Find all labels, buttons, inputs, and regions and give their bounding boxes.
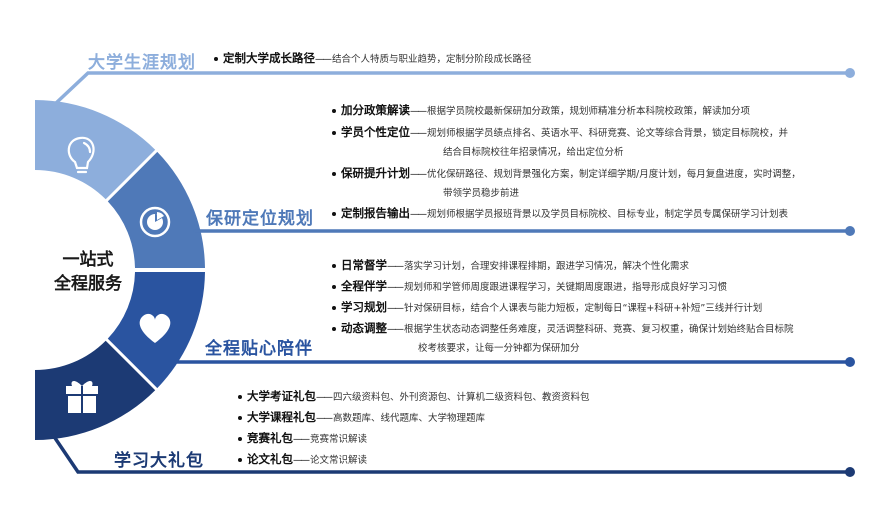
section-title-career: 大学生涯规划	[88, 53, 196, 73]
bullet-icon	[332, 263, 336, 268]
item-label: 大学课程礼包	[247, 410, 316, 424]
dash: ——	[387, 303, 404, 314]
center-title-line1: 一站式	[62, 250, 114, 270]
dash: ——	[410, 106, 427, 117]
item-label: 学员个性定位	[341, 125, 410, 139]
item-label: 日常督学	[341, 258, 387, 272]
center-title: 一站式 全程服务	[38, 248, 138, 296]
bullet-icon	[332, 305, 336, 310]
item-label: 竞赛礼包	[247, 431, 293, 445]
item-desc-continued: 结合目标院校往年招录情况，给出定位分析	[443, 147, 624, 158]
list-item: 大学课程礼包——高数题库、线代题库、大学物理题库	[238, 408, 485, 428]
item-label: 保研提升计划	[341, 166, 410, 180]
item-desc: 优化保研路径、规划背景强化方案，制定详细学期/月度计划，每月复盘进度，实时调整，	[427, 169, 801, 180]
connector-line-gift	[53, 436, 852, 474]
pie-chart-icon	[139, 206, 171, 238]
section-title-positioning: 保研定位规划	[206, 209, 314, 229]
dash: ——	[293, 434, 310, 445]
item-label: 定制报告输出	[341, 206, 410, 220]
item-desc: 规划师根据学员报班背景以及学员目标院校、目标专业，制定学员专属保研学习计划表	[427, 209, 789, 220]
bullet-icon	[332, 284, 336, 289]
item-label: 学习规划	[341, 300, 387, 314]
item-desc: 竞赛常识解读	[310, 434, 368, 445]
item-desc: 规划师根据学员绩点排名、英语水平、科研竞赛、论文等综合背景，锁定目标院校，并	[427, 128, 789, 139]
endpoint-dot-companion	[845, 357, 855, 367]
list-item: 竞赛礼包——竞赛常识解读	[238, 429, 367, 449]
lightbulb-icon	[67, 136, 95, 174]
connector-line-career	[53, 71, 852, 106]
dash: ——	[315, 54, 332, 65]
bullet-icon	[214, 56, 218, 61]
endpoint-dot-positioning	[845, 226, 855, 236]
item-label: 论文礼包	[247, 452, 293, 466]
item-label: 全程伴学	[341, 279, 387, 293]
dash: ——	[410, 169, 427, 180]
item-desc: 论文常识解读	[310, 455, 368, 466]
list-item: 保研提升计划——优化保研路径、规划背景强化方案，制定详细学期/月度计划，每月复盘…	[332, 164, 801, 203]
item-desc: 结合个人特质与职业趋势，定制分阶段成长路径	[332, 54, 532, 65]
gift-icon	[66, 381, 98, 413]
endpoint-dot-career	[845, 68, 855, 78]
section-title-gift: 学习大礼包	[114, 451, 204, 471]
bullet-icon	[238, 436, 242, 441]
bullet-icon	[332, 130, 336, 135]
bullet-icon	[238, 457, 242, 462]
item-desc: 根据学生状态动态调整任务难度，灵活调整科研、竞赛、复习权重，确保计划始终贴合目标…	[404, 324, 794, 335]
endpoint-dot-gift	[845, 467, 855, 477]
dash: ——	[387, 282, 404, 293]
item-desc: 针对保研目标，结合个人课表与能力短板，定制每日“课程+科研+补短”三线并行计划	[404, 303, 763, 314]
bullet-icon	[332, 326, 336, 331]
item-desc: 根据学员院校最新保研加分政策，规划师精准分析本科院校政策，解读加分项	[427, 106, 751, 117]
bullet-icon	[332, 171, 336, 176]
item-desc: 四六级资料包、外刊资源包、计算机二级资料包、教资资料包	[333, 392, 590, 403]
list-item: 加分政策解读——根据学员院校最新保研加分政策，规划师精准分析本科院校政策，解读加…	[332, 101, 750, 121]
list-item: 大学考证礼包——四六级资料包、外刊资源包、计算机二级资料包、教资资料包	[238, 387, 590, 407]
item-desc-continued: 校考核要求，让每一分钟都为保研加分	[418, 343, 580, 354]
section-title-companion: 全程贴心陪伴	[205, 339, 313, 359]
item-label: 定制大学成长路径	[223, 51, 315, 65]
item-desc: 落实学习计划，合理安排课程排期，跟进学习情况，解决个性化需求	[404, 261, 690, 272]
bullet-icon	[332, 108, 336, 113]
bullet-icon	[238, 394, 242, 399]
list-item: 定制大学成长路径——结合个人特质与职业趋势，定制分阶段成长路径	[214, 49, 532, 69]
heart-icon	[139, 313, 171, 343]
dash: ——	[293, 455, 310, 466]
item-label: 大学考证礼包	[247, 389, 316, 403]
dash: ——	[410, 128, 427, 139]
item-desc: 高数题库、线代题库、大学物理题库	[333, 413, 486, 424]
item-desc: 规划师和学管师周度跟进课程学习，关键期周度跟进，指导形成良好学习习惯	[404, 282, 728, 293]
item-desc-continued: 带领学员稳步前进	[443, 188, 520, 199]
dash: ——	[316, 392, 333, 403]
ring-segment-positioning	[107, 151, 205, 268]
ring-segment-career	[35, 100, 156, 200]
dash: ——	[387, 324, 404, 335]
connector-lines	[53, 68, 855, 477]
list-item: 全程伴学——规划师和学管师周度跟进课程学习，关键期周度跟进，指导形成良好学习习惯	[332, 277, 727, 297]
list-item: 学习规划——针对保研目标，结合个人课表与能力短板，定制每日“课程+科研+补短”三…	[332, 298, 762, 318]
bullet-icon	[332, 211, 336, 216]
dash: ——	[316, 413, 333, 424]
list-item: 学员个性定位——规划师根据学员绩点排名、英语水平、科研竞赛、论文等综合背景，锁定…	[332, 123, 788, 162]
list-item: 日常督学——落实学习计划，合理安排课程排期，跟进学习情况，解决个性化需求	[332, 256, 689, 276]
list-item: 论文礼包——论文常识解读	[238, 450, 367, 470]
list-item: 动态调整——根据学生状态动态调整任务难度，灵活调整科研、竞赛、复习权重，确保计划…	[332, 319, 794, 358]
dash: ——	[387, 261, 404, 272]
dash: ——	[410, 209, 427, 220]
item-label: 加分政策解读	[341, 103, 410, 117]
bullet-icon	[238, 415, 242, 420]
list-item: 定制报告输出——规划师根据学员报班背景以及学员目标院校、目标专业，制定学员专属保…	[332, 204, 788, 224]
center-title-line2: 全程服务	[54, 274, 122, 294]
item-label: 动态调整	[341, 321, 387, 335]
